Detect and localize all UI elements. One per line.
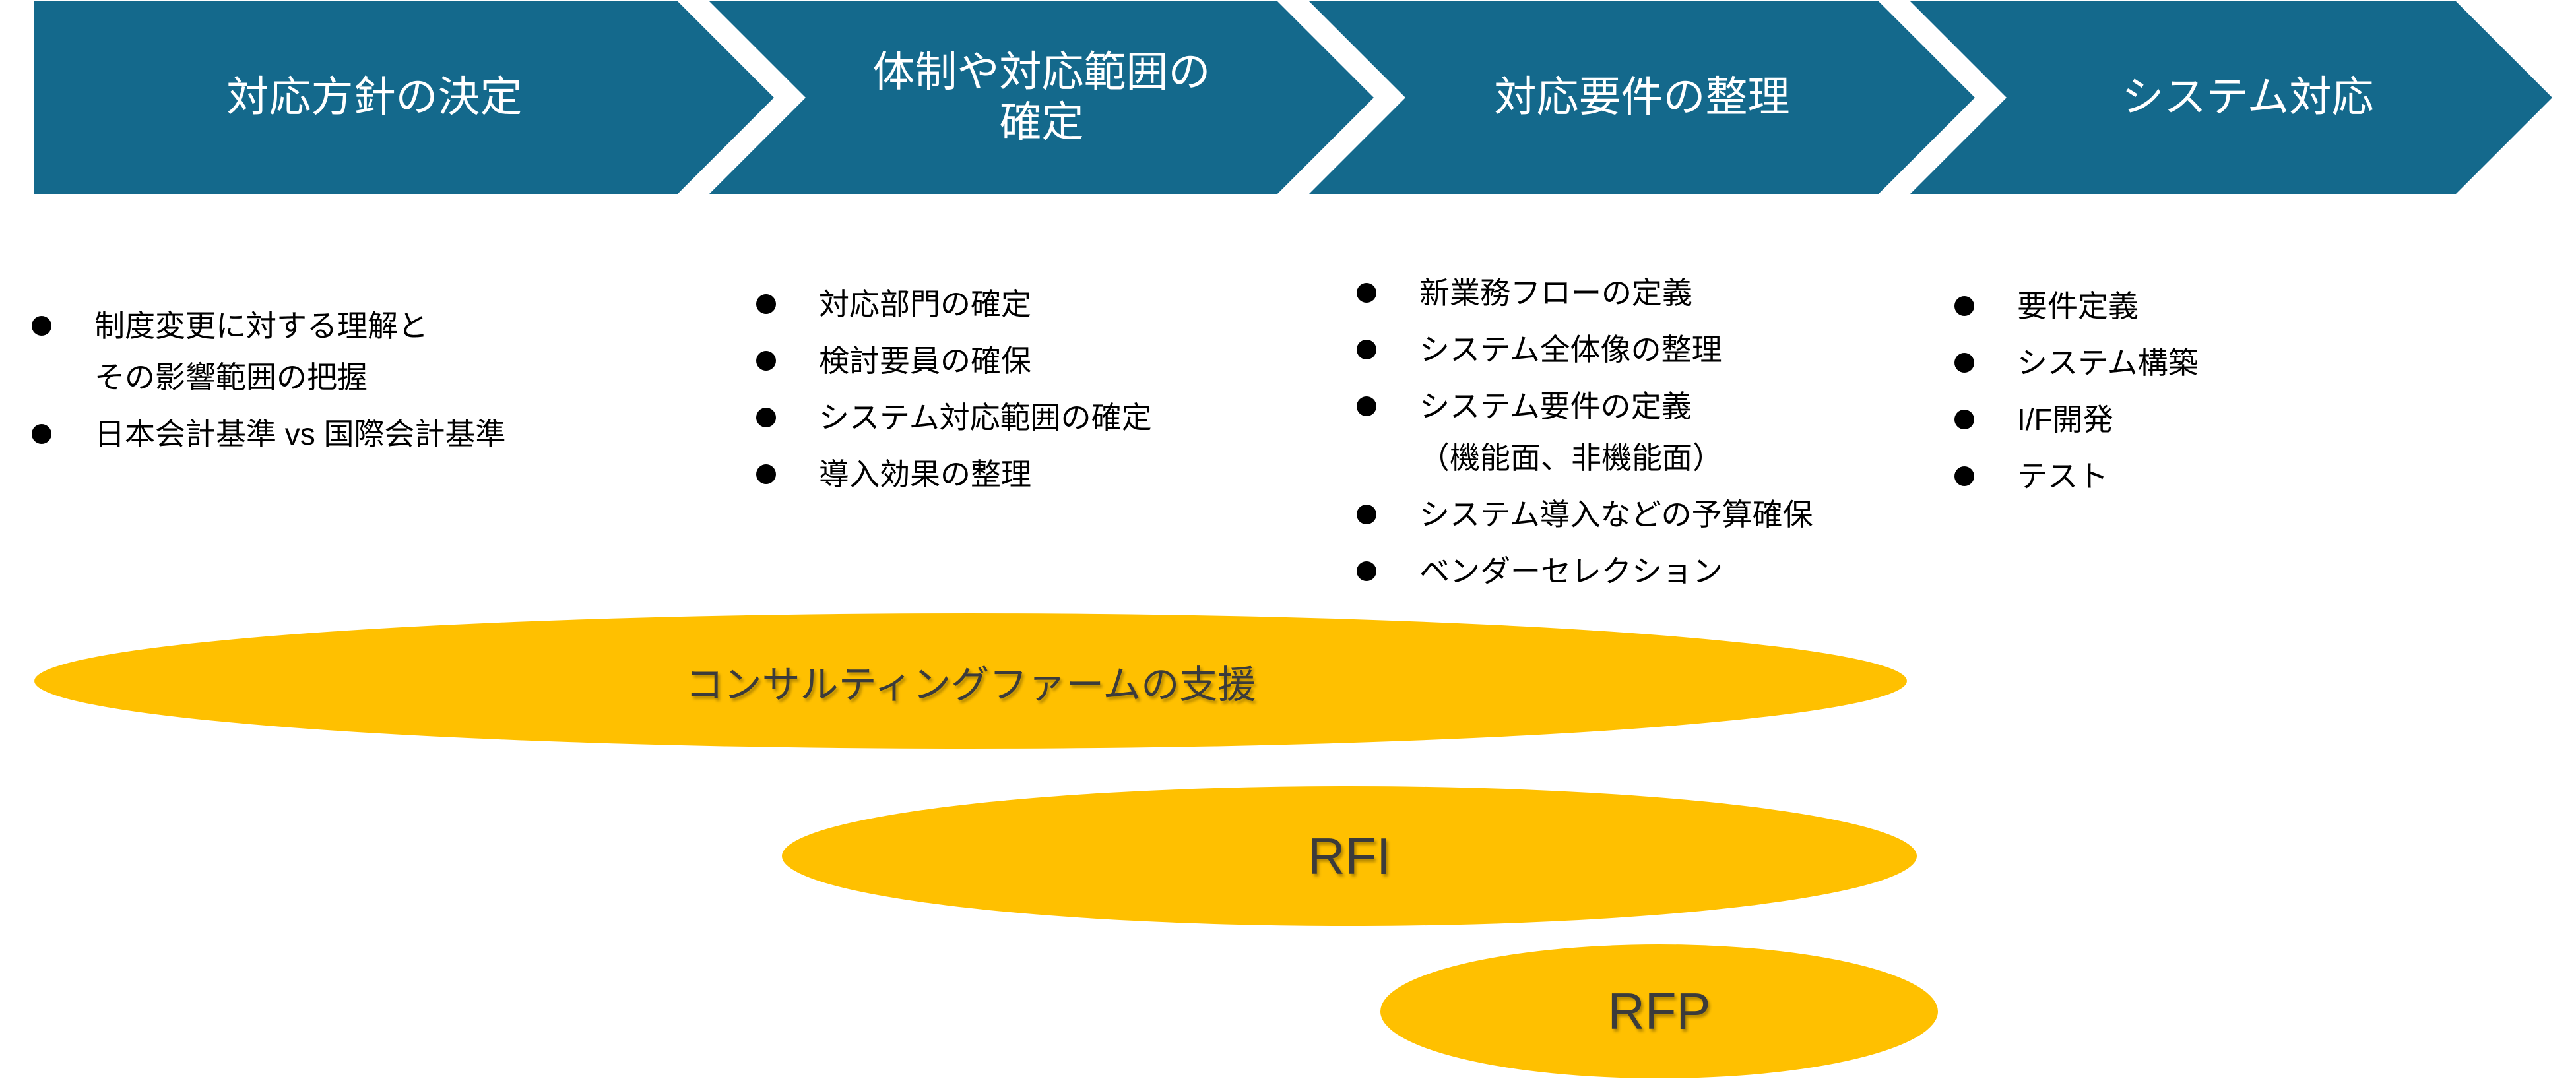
rfp-label: RFP <box>1607 982 1711 1040</box>
bullet-icon <box>1357 283 1376 303</box>
list-item-text: ベンダーセレクション <box>1419 554 1723 588</box>
list-item: 検討要員の確保 <box>756 335 1152 387</box>
list-item-text: システム全体像の整理 <box>1419 332 1722 367</box>
stage-3-title: 対応要件の整理 <box>1494 73 1790 121</box>
rfi-label: RFI <box>1308 826 1391 885</box>
list-item-text: システム構築 <box>2017 346 2199 380</box>
bullet-icon <box>1954 410 1974 429</box>
consulting-support-label: コンサルティングファームの支援 <box>685 663 1256 706</box>
stage-chevron-4: システム対応 <box>1910 1 2552 194</box>
bullet-icon <box>1357 505 1376 524</box>
bullet-icon <box>32 316 51 336</box>
list-item-text: 導入効果の整理 <box>819 457 1031 491</box>
list-item-text: 対応部門の確定 <box>819 287 1031 321</box>
bullet-icon <box>756 408 776 427</box>
list-item: 制度変更に対する理解とその影響範囲の把握 <box>32 300 506 403</box>
stage-2-title: 体制や対応範囲の 確定 <box>872 48 1211 146</box>
list-item-text: 新業務フローの定義 <box>1419 276 1692 310</box>
list-item-text: システム要件の定義（機能面、非機能面） <box>1419 389 1723 475</box>
stage-chevron-2: 体制や対応範囲の 確定 <box>709 1 1374 194</box>
stage-2-item-list: 対応部門の確定検討要員の確保システム対応範囲の確定導入効果の整理 <box>756 278 1152 505</box>
list-item: システム導入などの予算確保 <box>1357 489 1813 540</box>
bullet-icon <box>1357 340 1376 359</box>
rfp-ellipse: RFP <box>1380 944 1938 1078</box>
bullet-icon <box>756 464 776 484</box>
list-item-text: テスト <box>2017 459 2108 493</box>
list-item-text: I/F開発 <box>2017 402 2113 437</box>
list-item: 日本会計基準 vs 国際会計基準 <box>32 408 506 460</box>
list-item-text: システム導入などの予算確保 <box>1419 497 1813 532</box>
list-item: システム要件の定義（機能面、非機能面） <box>1357 381 1813 483</box>
stage-1-title: 対応方針の決定 <box>226 73 523 121</box>
bullet-icon <box>1954 466 1974 486</box>
list-item: ベンダーセレクション <box>1357 545 1813 597</box>
stage-chevron-1: 対応方針の決定 <box>34 1 774 194</box>
stage-4-title: システム対応 <box>2121 73 2374 121</box>
list-item-text: システム対応範囲の確定 <box>819 400 1152 435</box>
list-item-text: 要件定義 <box>2017 289 2139 323</box>
bullet-icon <box>1954 353 1974 373</box>
list-item: I/F開発 <box>1954 394 2199 445</box>
bullet-icon <box>1954 296 1974 316</box>
stage-3-item-list: 新業務フローの定義システム全体像の整理システム要件の定義（機能面、非機能面） シス… <box>1357 267 1813 602</box>
list-item: システム全体像の整理 <box>1357 324 1813 375</box>
list-item-text: 制度変更に対する理解とその影響範囲の把握 <box>94 309 428 394</box>
stage-chevron-3: 対応要件の整理 <box>1309 1 1975 194</box>
stage-1-item-list: 制度変更に対する理解とその影響範囲の把握日本会計基準 vs 国際会計基準 <box>32 300 506 465</box>
bullet-icon <box>756 351 776 371</box>
list-item-text: 日本会計基準 vs 国際会計基準 <box>94 417 506 451</box>
list-item: テスト <box>1954 450 2199 502</box>
consulting-support-ellipse: コンサルティングファームの支援 <box>34 613 1907 749</box>
bullet-icon <box>756 294 776 314</box>
list-item: システム構築 <box>1954 337 2199 388</box>
list-item: 対応部門の確定 <box>756 278 1152 330</box>
bullet-icon <box>32 424 51 444</box>
list-item: 要件定義 <box>1954 280 2199 332</box>
list-item: 導入効果の整理 <box>756 449 1152 500</box>
list-item: 新業務フローの定義 <box>1357 267 1813 319</box>
stage-4-item-list: 要件定義システム構築 I/F開発テスト <box>1954 280 2199 507</box>
bullet-icon <box>1357 561 1376 581</box>
list-item-text: 検討要員の確保 <box>819 344 1031 378</box>
bullet-icon <box>1357 396 1376 416</box>
list-item: システム対応範囲の確定 <box>756 392 1152 443</box>
rfi-ellipse: RFI <box>782 786 1917 926</box>
